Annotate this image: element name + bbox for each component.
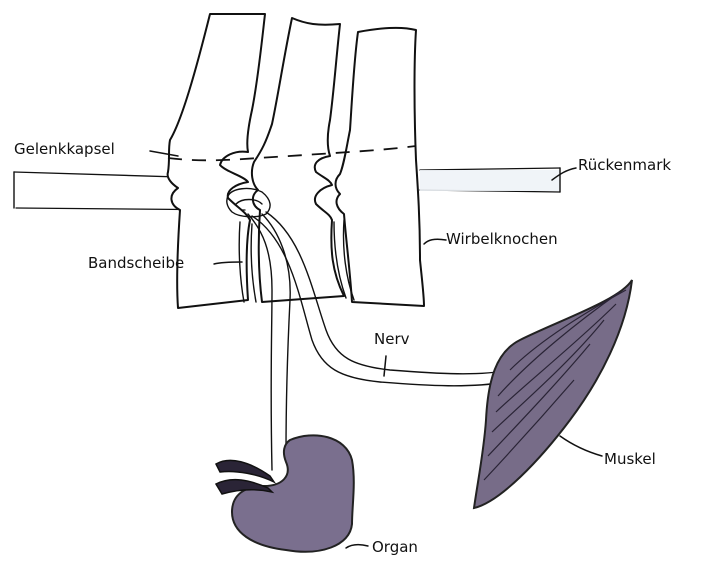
vertebra-middle [252, 18, 344, 302]
leader-organ [346, 545, 368, 548]
spinal-cord-fill-right [420, 170, 560, 191]
label-gelenkkapsel: Gelenkkapsel [14, 142, 115, 157]
leader-muskel [560, 436, 602, 456]
label-wirbelknochen: Wirbelknochen [446, 232, 558, 247]
leader-wirbelknochen [424, 239, 446, 244]
label-bandscheibe: Bandscheibe [88, 256, 184, 271]
label-nerv: Nerv [374, 332, 410, 347]
leader-nerv [384, 356, 386, 376]
label-organ: Organ [372, 540, 418, 555]
organ-vessels [216, 460, 274, 494]
muscle [474, 280, 632, 508]
organ [232, 435, 354, 551]
label-muskel: Muskel [604, 452, 656, 467]
label-rueckenmark: Rückenmark [578, 158, 671, 173]
vertebra-right [336, 28, 425, 306]
